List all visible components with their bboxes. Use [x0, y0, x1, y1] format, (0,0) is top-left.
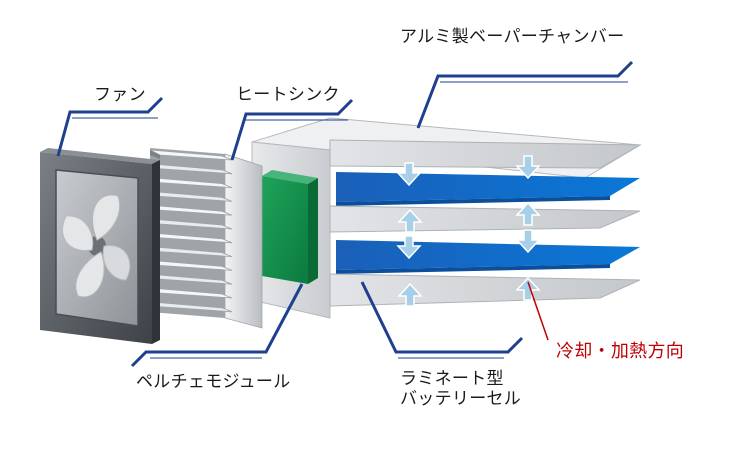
- vapor-chamber-label: アルミ製ベーパーチャンバー: [400, 27, 625, 47]
- direction-callout-line: [527, 281, 549, 341]
- up-arrow-icon: [397, 208, 423, 233]
- peltier-module: [262, 170, 318, 284]
- down-arrow-icon: [396, 162, 422, 187]
- chamber-plate: [329, 205, 641, 233]
- battery-label-line1: ラミネート型: [400, 369, 504, 389]
- heat-sink: [149, 148, 263, 329]
- battery-cell-label: ラミネート型 バッテリーセル: [400, 369, 522, 409]
- heat-sink-callout-line: [230, 98, 354, 161]
- peltier-module-label: ペルチェモジュール: [136, 372, 291, 392]
- battery-label-line2: バッテリーセル: [400, 388, 522, 409]
- down-arrow-icon: [515, 155, 541, 180]
- callout-lines: [56, 60, 634, 368]
- heat-sink-label: ヒートシンク: [236, 85, 340, 105]
- down-arrow-icon: [396, 235, 422, 260]
- up-arrow-icon: [515, 201, 541, 226]
- vapor-chamber-callout-line: [416, 60, 634, 129]
- down-arrow-icon: [515, 229, 541, 254]
- fan-callout-line: [56, 96, 164, 157]
- peltier-callout-line: [130, 283, 304, 368]
- battery-callout-line: [360, 281, 524, 354]
- fan-blade-icon: [61, 194, 131, 298]
- chamber-plate: [329, 273, 641, 307]
- chamber-plate: [329, 139, 642, 169]
- callout-underlines: [72, 81, 628, 359]
- battery-cell: [336, 240, 640, 274]
- up-arrow-icon: [397, 282, 423, 307]
- up-arrow-icon: [515, 276, 541, 301]
- heat-sink-fin-edge: [150, 150, 160, 159]
- fan-label: ファン: [94, 85, 146, 105]
- cooling-heating-direction-label: 冷却・加熱方向: [556, 341, 685, 362]
- fan: [40, 148, 160, 344]
- battery-cell: [336, 172, 640, 206]
